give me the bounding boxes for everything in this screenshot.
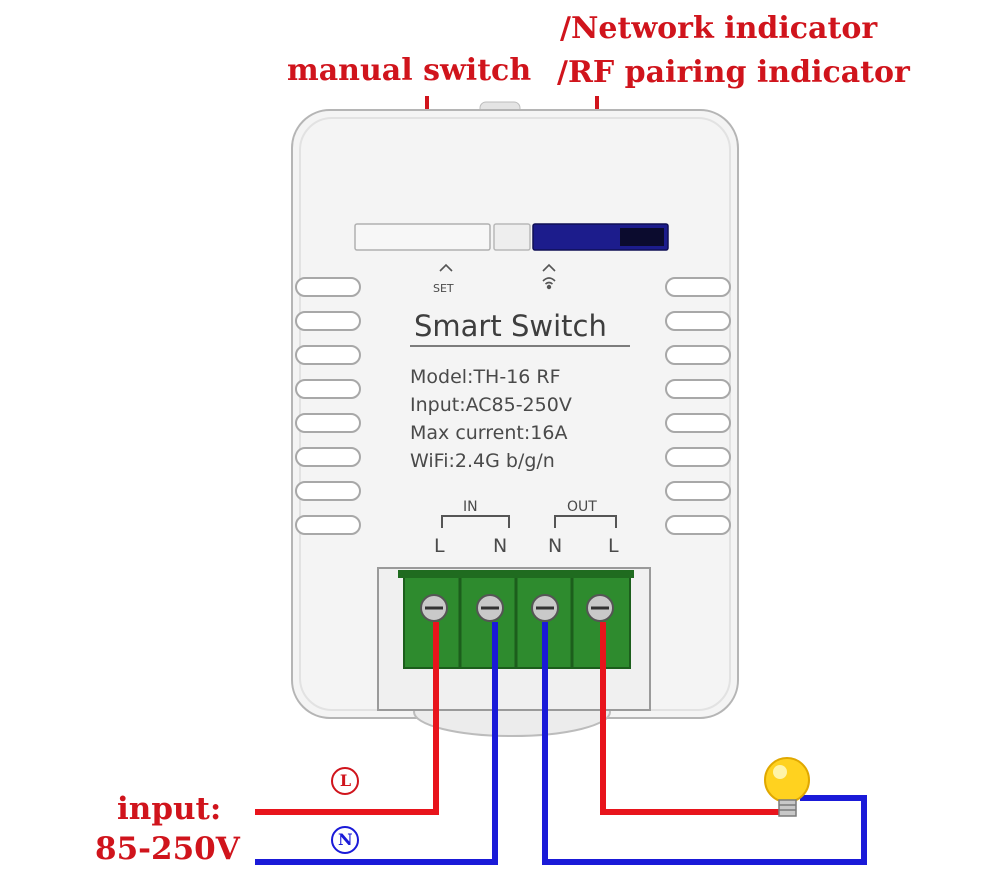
rf-pairing-indicator-label: /RF pairing indicator [557,55,910,90]
spec-wifi: WiFi:2.4G b/g/n [410,450,555,472]
out-bracket [554,515,617,528]
live-marker: L [339,771,352,790]
in-label: IN [463,499,478,515]
manual-switch-label: manual switch [287,53,532,88]
device-title: Smart Switch [414,309,607,343]
terminal-label-in-l: L [434,535,445,557]
neutral-marker-circle [331,826,359,854]
input-voltage-label: 85-250V [95,831,240,867]
neutral-marker: N [338,830,353,849]
in-bracket [441,515,510,528]
output-neutral-wire [542,622,867,865]
terminal-block [377,567,651,711]
manual-switch-button[interactable] [354,223,491,251]
indicator-dark-segment [620,228,664,246]
live-marker-circle [331,767,359,795]
terminal-label-out-l: L [608,535,619,557]
output-live-wire [600,622,780,815]
input-live-wire [255,622,439,815]
network-indicator-label: /Network indicator [560,11,878,46]
spec-model: Model:TH-16 RF [410,366,561,388]
wifi-icon [542,263,556,290]
input-neutral-wire [255,622,498,865]
light-bulb-icon [764,757,810,817]
set-label: SET [433,282,454,295]
input-label: input: [117,791,222,827]
chevron-up-icon [439,263,453,272]
spec-max-current: Max current:16A [410,422,568,444]
out-label: OUT [567,499,597,515]
terminal-label-out-n: N [548,535,563,557]
terminal-label-in-n: N [493,535,508,557]
right-vents [665,277,731,535]
left-vents [295,277,361,535]
spec-input: Input:AC85-250V [410,394,572,416]
button-gap [493,223,531,251]
